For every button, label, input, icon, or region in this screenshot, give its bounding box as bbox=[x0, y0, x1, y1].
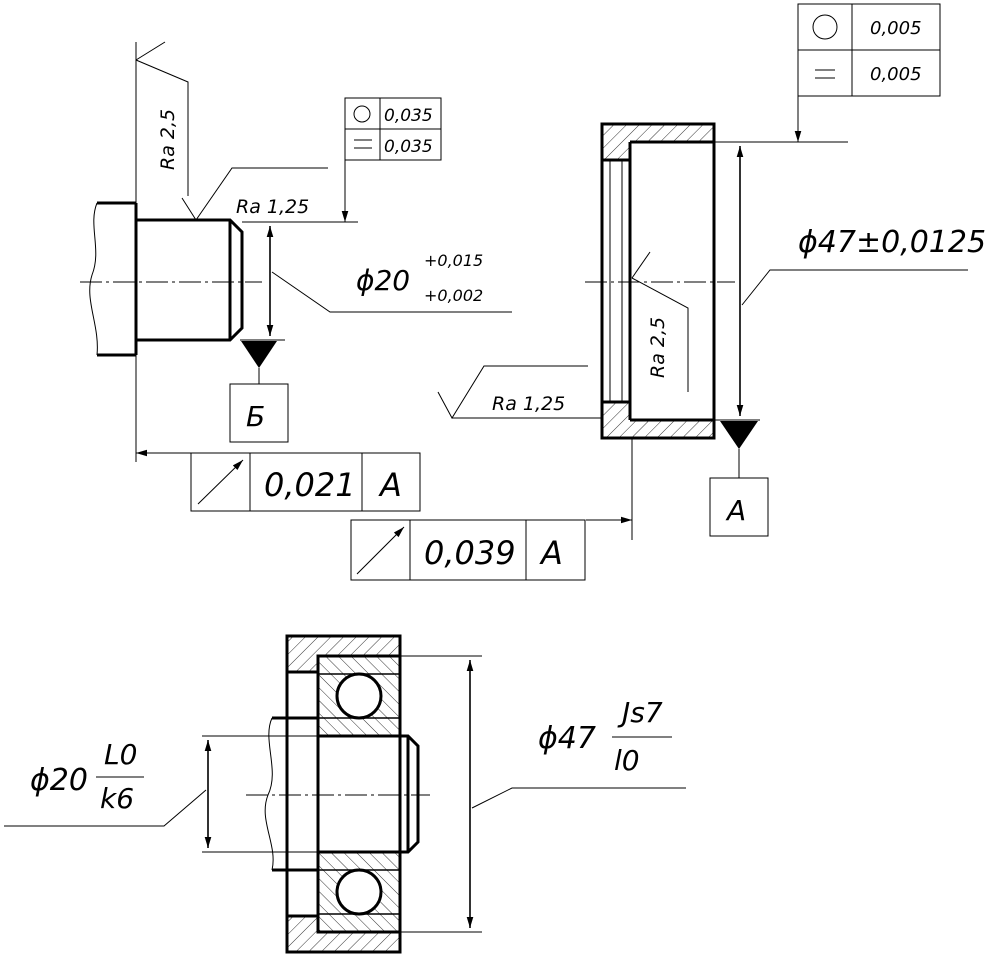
cylindricity-icon bbox=[815, 69, 835, 79]
shaft-datum-b: Б bbox=[229, 339, 289, 443]
shaft-roundness-value: 0,035 bbox=[384, 106, 433, 126]
assembly-housing-fit-upper: Js7 bbox=[617, 696, 663, 729]
runout-arrow-icon bbox=[197, 459, 244, 505]
housing-datum-letter: А bbox=[725, 494, 746, 527]
assembly-housing-fit-nominal: ϕ47 bbox=[538, 721, 596, 756]
housing-runout-value: 0,039 bbox=[424, 534, 516, 572]
shaft-journal-roughness: Ra 1,25 bbox=[236, 196, 309, 218]
housing-roundness-value: 0,005 bbox=[870, 18, 922, 39]
shaft-cylindricity-value: 0,035 bbox=[384, 137, 433, 157]
assembly-shaft-fit-lower: k6 bbox=[100, 782, 134, 815]
ball-icon bbox=[335, 672, 383, 720]
shaft-datum-letter: Б bbox=[246, 400, 265, 433]
housing-runout-datum: А bbox=[539, 534, 563, 572]
housing-datum-a: А bbox=[709, 421, 769, 537]
cylindricity-icon bbox=[354, 139, 372, 149]
housing-form-tolerance-frame: 0,005 0,005 bbox=[794, 3, 941, 142]
shaft-runout-frame: 0,021 А bbox=[136, 449, 421, 512]
shaft-runout-datum: А bbox=[378, 466, 402, 504]
roundness-icon bbox=[812, 14, 838, 40]
housing-view: ϕ47±0,0125 0,005 0,005 Ra 2,5 Ra 1,25 bbox=[350, 3, 986, 581]
assembly-housing-fit-lower: l0 bbox=[614, 744, 640, 777]
shaft-form-tolerance-frame: 0,035 0,035 bbox=[341, 97, 442, 222]
housing-bore-roughness: Ra 2,5 bbox=[647, 317, 669, 378]
housing-runout-frame: 0,039 А bbox=[350, 516, 632, 581]
runout-arrow-icon bbox=[356, 526, 405, 575]
shaft-upper-deviation: +0,015 bbox=[424, 251, 483, 270]
shaft-lower-deviation: +0,002 bbox=[424, 286, 483, 305]
shaft-view: Ra 2,5 Ra 1,25 0,035 0,035 ϕ20 +0,015 +0… bbox=[80, 41, 512, 512]
shaft-side-roughness: Ra 2,5 bbox=[157, 109, 179, 170]
housing-cylindricity-value: 0,005 bbox=[870, 64, 922, 85]
roundness-icon bbox=[353, 105, 371, 123]
bearing-assembly-view: ϕ20 L0 k6 ϕ47 Js7 l0 bbox=[4, 634, 686, 954]
ball-icon bbox=[335, 868, 383, 916]
shaft-runout-value: 0,021 bbox=[264, 466, 356, 504]
assembly-shaft-fit-nominal: ϕ20 bbox=[30, 763, 88, 798]
shaft-diameter-nominal: ϕ20 bbox=[356, 264, 410, 297]
assembly-shaft-fit-upper: L0 bbox=[104, 738, 137, 771]
housing-diameter: ϕ47±0,0125 bbox=[798, 225, 986, 260]
housing-side-roughness: Ra 1,25 bbox=[492, 393, 565, 415]
